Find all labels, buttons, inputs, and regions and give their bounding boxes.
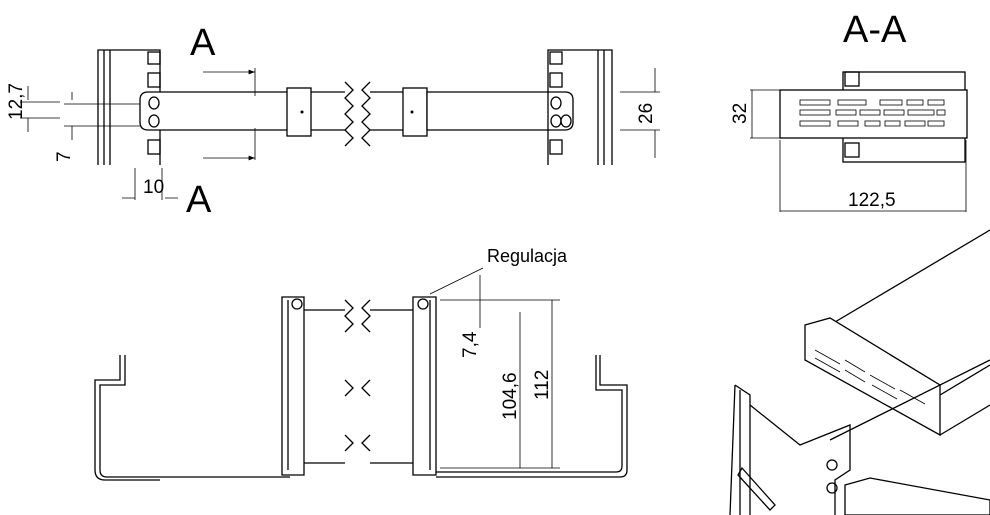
dim-pitch: 12,7 (6, 83, 27, 120)
dim-inner: 104,6 (500, 372, 521, 420)
callout-adjustment: Regulacja (487, 246, 568, 266)
isometric-view (729, 229, 990, 515)
top-view (20, 49, 660, 200)
dim-offset: 10 (143, 177, 164, 198)
section-title: A-A (843, 9, 907, 51)
dim-hole: 7 (54, 151, 75, 162)
dim-outer: 112 (532, 370, 553, 400)
section-label-top: A (190, 22, 216, 64)
dim-section-height: 32 (730, 103, 751, 124)
dim-bar-height: 26 (636, 103, 657, 124)
section-view (750, 71, 968, 212)
dim-section-width: 122,5 (848, 190, 896, 211)
section-label-bottom: A (186, 179, 212, 221)
side-view (94, 267, 628, 481)
dim-adjust: 7,4 (460, 331, 481, 358)
